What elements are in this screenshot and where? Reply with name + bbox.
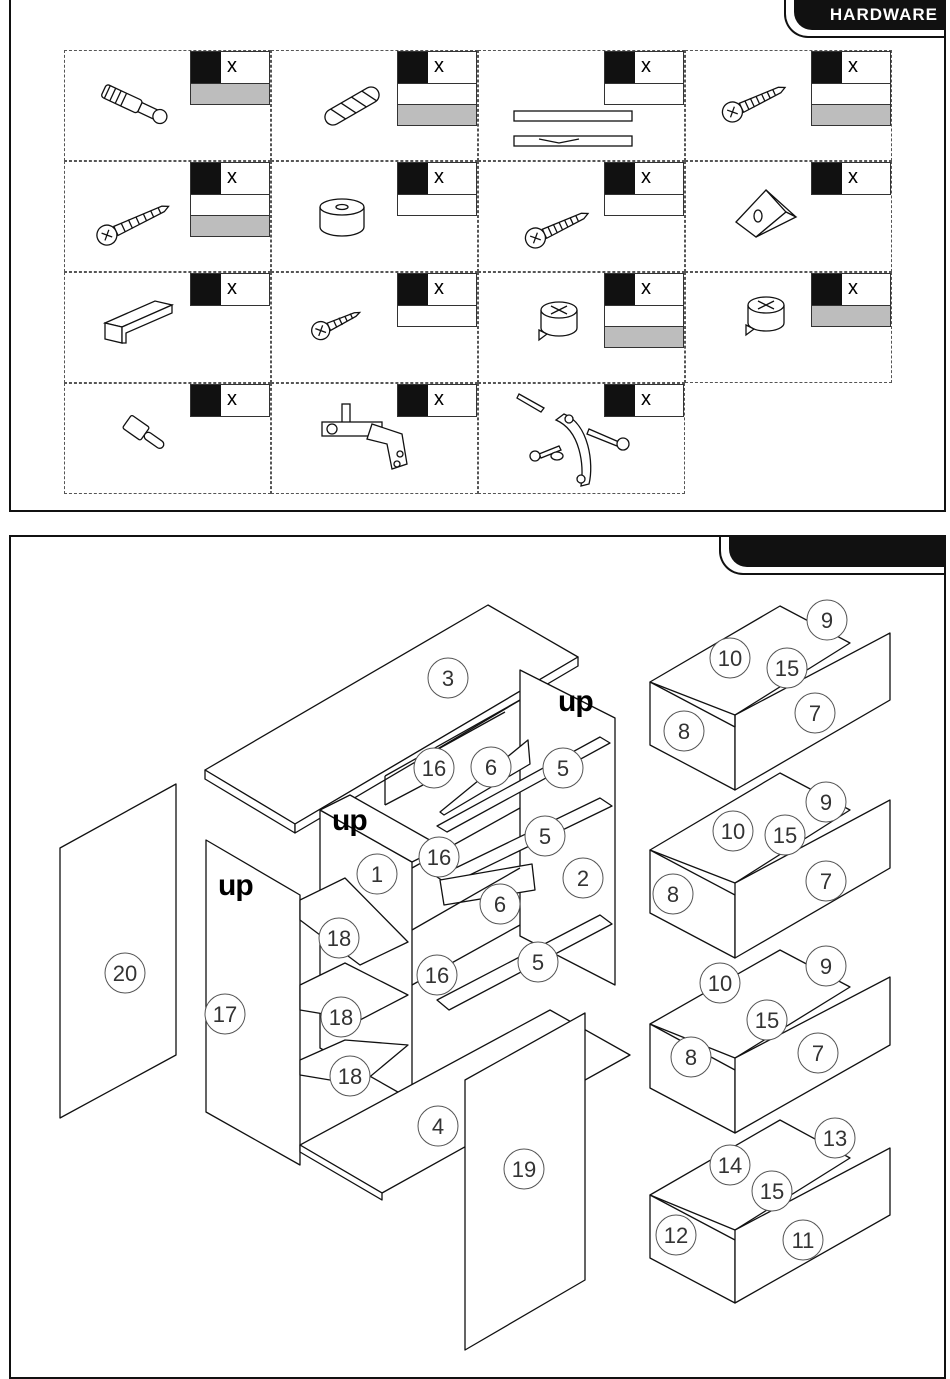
quantity-row <box>604 195 684 216</box>
quantity-box: x <box>604 384 684 417</box>
quantity-symbol: x <box>428 385 476 416</box>
cam-bolt-icon <box>90 76 180 141</box>
hardware-item: x <box>64 383 271 494</box>
cam-lock-icon <box>736 283 796 348</box>
hardware-item: x <box>271 161 478 272</box>
quantity-box: x <box>190 384 270 417</box>
quantity-row <box>190 84 270 105</box>
hardware-item: x <box>478 50 685 161</box>
quantity-marker <box>398 385 428 416</box>
quantity-row <box>811 105 891 126</box>
quantity-box: x <box>397 384 477 417</box>
hardware-item: x <box>64 50 271 161</box>
hardware-item: x <box>64 161 271 272</box>
hardware-item: x <box>271 50 478 161</box>
quantity-symbol: x <box>428 52 476 83</box>
quantity-row <box>604 84 684 105</box>
quantity-marker <box>191 163 221 194</box>
quantity-box: x <box>397 51 477 126</box>
hardware-item: x <box>685 50 892 161</box>
quantity-row <box>397 306 477 327</box>
wood-dowel-icon <box>312 76 392 141</box>
hardware-item: x <box>478 383 685 494</box>
parts-panel <box>9 535 946 1379</box>
hardware-tab-title: HARDWARE <box>794 0 944 30</box>
quantity-marker <box>398 52 428 83</box>
quantity-symbol: x <box>428 274 476 305</box>
quantity-marker <box>191 52 221 83</box>
quantity-symbol: x <box>842 52 890 83</box>
hardware-item: x <box>271 272 478 383</box>
quantity-marker <box>398 274 428 305</box>
parts-tab-title <box>729 537 944 567</box>
quantity-box: x <box>190 51 270 105</box>
up-marker: up <box>558 685 593 719</box>
long-screw-icon <box>90 192 180 257</box>
cam-lock-icon <box>529 288 589 353</box>
up-marker: up <box>332 804 367 838</box>
quantity-box: x <box>190 273 270 306</box>
quantity-box: x <box>190 162 270 237</box>
quantity-symbol: x <box>842 274 890 305</box>
quantity-symbol: x <box>428 163 476 194</box>
hardware-item: x <box>478 161 685 272</box>
quantity-marker <box>812 52 842 83</box>
hardware-item: x <box>271 383 478 494</box>
hardware-item: x <box>64 272 271 383</box>
quantity-symbol: x <box>221 385 269 416</box>
screw-icon <box>519 197 599 262</box>
quantity-symbol: x <box>635 385 683 416</box>
plastic-foot-icon <box>312 192 372 247</box>
screw-icon <box>716 71 796 136</box>
quantity-box: x <box>604 162 684 216</box>
quantity-symbol: x <box>221 163 269 194</box>
quantity-marker <box>605 274 635 305</box>
hardware-item: x <box>685 272 892 383</box>
quantity-marker <box>605 385 635 416</box>
quantity-marker <box>605 52 635 83</box>
quantity-symbol: x <box>221 274 269 305</box>
quantity-symbol: x <box>635 163 683 194</box>
quantity-box: x <box>397 162 477 216</box>
short-screw-icon <box>307 298 367 353</box>
quantity-symbol: x <box>842 163 890 194</box>
hardware-item: x <box>685 161 892 272</box>
quantity-marker <box>191 274 221 305</box>
shelf-support-icon <box>100 293 180 358</box>
quantity-marker <box>398 163 428 194</box>
quantity-marker <box>191 385 221 416</box>
quantity-box: x <box>811 162 891 195</box>
corner-bracket-icon <box>726 182 806 247</box>
quantity-row <box>397 195 477 216</box>
quantity-row <box>397 84 477 105</box>
quantity-row <box>190 216 270 237</box>
quantity-marker <box>812 163 842 194</box>
drawer-runner-icon <box>509 106 639 156</box>
quantity-box: x <box>811 273 891 327</box>
shelf-pin-icon <box>115 404 175 469</box>
quantity-symbol: x <box>221 52 269 83</box>
quantity-box: x <box>604 273 684 348</box>
quantity-box: x <box>811 51 891 126</box>
quantity-row <box>811 306 891 327</box>
hardware-item: x <box>478 272 685 383</box>
quantity-box: x <box>397 273 477 327</box>
quantity-box: x <box>604 51 684 105</box>
quantity-symbol: x <box>635 274 683 305</box>
quantity-row <box>190 195 270 216</box>
quantity-marker <box>812 274 842 305</box>
up-marker: up <box>218 869 253 903</box>
quantity-row <box>604 306 684 327</box>
quantity-row <box>811 84 891 105</box>
quantity-row <box>397 105 477 126</box>
quantity-marker <box>605 163 635 194</box>
quantity-symbol: x <box>635 52 683 83</box>
quantity-row <box>604 327 684 348</box>
